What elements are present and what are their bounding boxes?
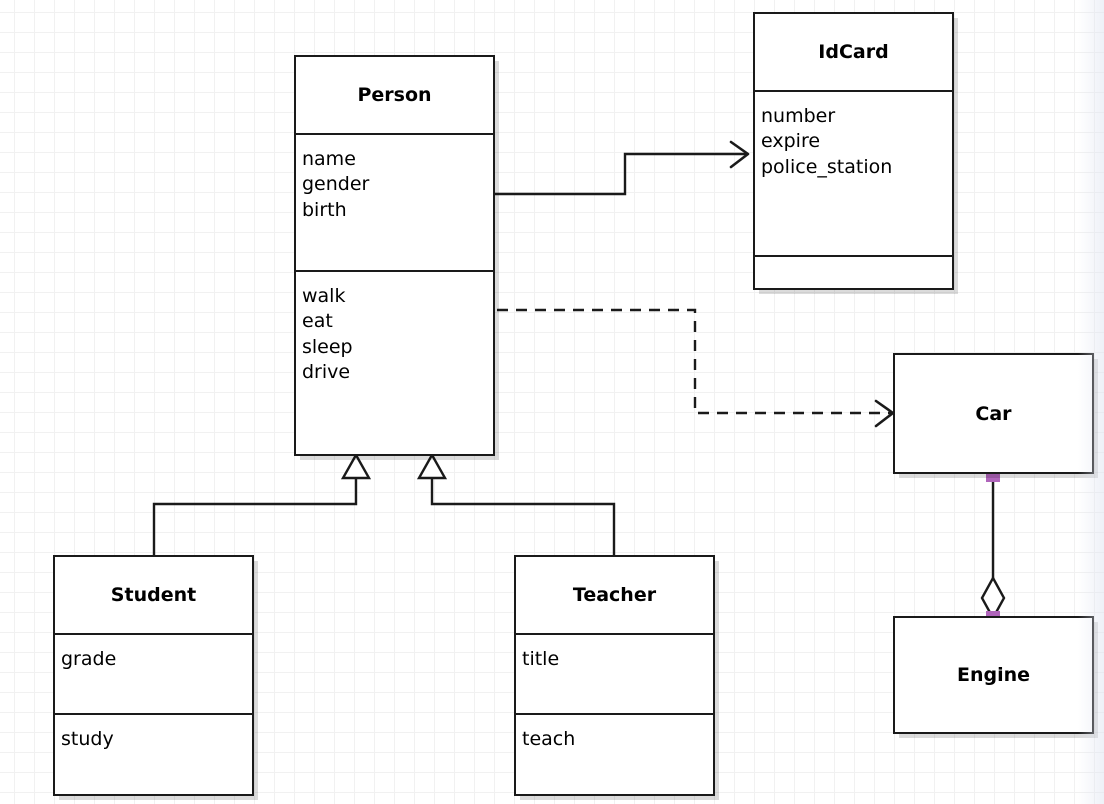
relation-student-person[interactable] (152, 452, 372, 555)
relation-car-engine[interactable] (980, 468, 1006, 625)
class-box-engine[interactable]: Engine (893, 616, 1094, 734)
class-methods-person: walk eat sleep drive (296, 270, 493, 454)
class-title-person: Person (357, 84, 432, 106)
method-item: sleep (302, 335, 353, 358)
attribute-item: grade (61, 648, 117, 670)
attribute-item: title (522, 648, 560, 670)
class-attributes-person: name gender birth (296, 133, 493, 270)
attribute-item: birth (302, 198, 347, 221)
class-attributes-teacher: title (516, 633, 713, 713)
attribute-item: gender (302, 173, 370, 196)
class-box-student[interactable]: Student grade study (53, 555, 254, 796)
hollow-triangle-icon (416, 452, 448, 480)
method-item: drive (302, 360, 351, 383)
class-title-car: Car (975, 402, 1012, 425)
open-arrowhead-icon (729, 140, 750, 169)
class-methods-teacher: teach (516, 713, 713, 798)
method-item: walk (302, 285, 346, 307)
class-methods-idcard (755, 255, 952, 292)
attribute-item: expire (761, 130, 821, 153)
hollow-triangle-icon (340, 452, 372, 480)
attribute-item: number (761, 105, 836, 127)
method-item: study (61, 728, 114, 750)
class-box-car[interactable]: Car (893, 353, 1094, 474)
class-title-idcard: IdCard (818, 41, 889, 63)
relation-teacher-person[interactable] (416, 452, 616, 555)
class-title-teacher: Teacher (572, 584, 657, 606)
class-box-idcard[interactable]: IdCard number expire police_station (753, 12, 954, 290)
class-attributes-idcard: number expire police_station (755, 90, 952, 255)
relation-person-car[interactable] (497, 308, 895, 428)
class-title-engine: Engine (956, 664, 1031, 686)
class-methods-student: study (55, 713, 252, 798)
class-title-student: Student (110, 584, 197, 606)
attribute-item: police_station (761, 155, 893, 178)
relation-person-idcard[interactable] (495, 140, 750, 196)
class-box-person[interactable]: Person name gender birth walk eat sleep … (294, 55, 495, 456)
class-attributes-student: grade (55, 633, 252, 713)
class-box-teacher[interactable]: Teacher title teach (514, 555, 715, 796)
method-item: eat (302, 310, 333, 333)
attribute-item: name (302, 148, 356, 170)
method-item: teach (522, 728, 576, 750)
